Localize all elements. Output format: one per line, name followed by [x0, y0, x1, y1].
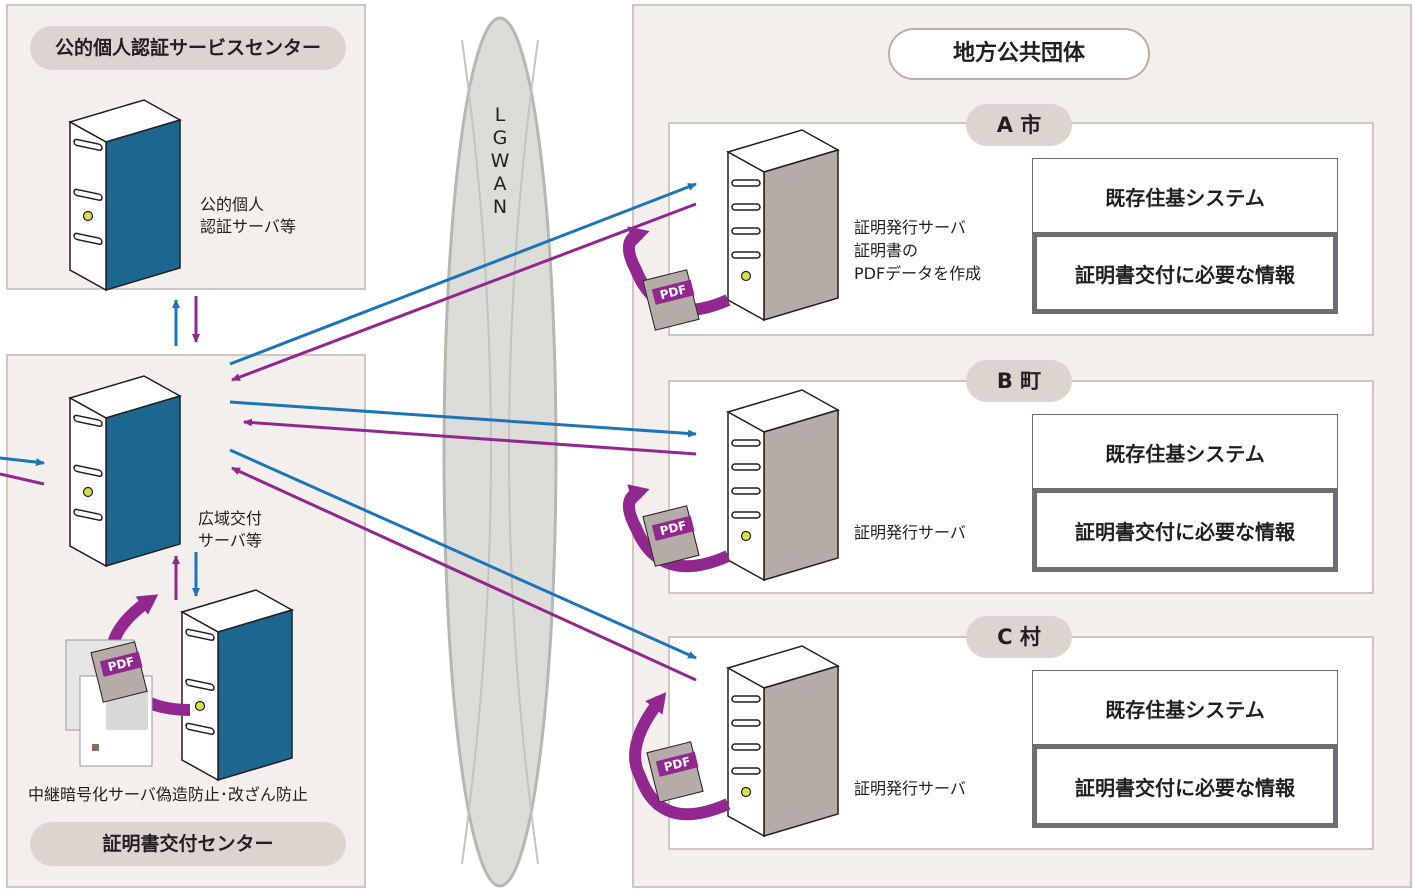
server-a-icon [727, 129, 839, 321]
lgwan-letter: N [492, 196, 508, 218]
certificate-center-title: 証明書交付センター [30, 822, 346, 866]
server-a-label: 証明発行サーバ 証明書の PDFデータを作成 [854, 216, 981, 285]
certificate-info-box-a: 証明書交付に必要な情報 [1032, 232, 1338, 314]
public-auth-server-label: 公的個人 認証サーバ等 [200, 194, 296, 238]
relay-encryption-server-icon [181, 589, 293, 781]
wide-area-server-icon [69, 375, 181, 567]
municipality-name-b: B 町 [966, 360, 1072, 402]
caption-line: 証明発行サーバ [854, 218, 966, 237]
server-c-label: 証明発行サーバ [854, 778, 966, 800]
lgwan-network-ellipse [442, 16, 558, 888]
municipality-name-a: A 市 [966, 104, 1072, 146]
caption-line: 認証サーバ等 [200, 217, 296, 236]
municipality-name-c: C 村 [966, 616, 1072, 658]
existing-resident-system-c: 既存住基システム [1032, 670, 1338, 746]
pdf-label: PDF [99, 651, 143, 677]
public-auth-server-icon [69, 99, 181, 291]
pdf-label: PDF [655, 751, 699, 777]
lgwan-letter: L [494, 104, 506, 126]
certificate-info-box-b: 証明書交付に必要な情報 [1032, 488, 1338, 572]
caption-line: 公的個人 [200, 195, 265, 214]
server-c-icon [727, 645, 839, 837]
existing-resident-system-a: 既存住基システム [1032, 158, 1338, 234]
public-auth-center-title: 公的個人認証サービスセンター [30, 26, 346, 70]
relay-server-label: 中継暗号化サーバ偽造防止･改ざん防止 [28, 785, 308, 804]
lgwan-letter: A [493, 173, 507, 195]
caption-line: 証明発行サーバ [854, 523, 966, 542]
pdf-label: PDF [651, 515, 695, 541]
lgwan-letter: G [492, 127, 508, 149]
caption-line: 証明発行サーバ [854, 779, 966, 798]
certificate-info-box-c: 証明書交付に必要な情報 [1032, 744, 1338, 828]
caption-line: 証明書の [854, 241, 919, 260]
caption-line: サーバ等 [198, 531, 262, 550]
pdf-label: PDF [651, 279, 695, 305]
local-government-title: 地方公共団体 [888, 28, 1150, 80]
caption-line: 広域交付 [198, 509, 263, 528]
lgwan-letter: W [490, 150, 510, 172]
server-b-label: 証明発行サーバ [854, 522, 966, 544]
wide-area-server-label: 広域交付 サーバ等 [198, 508, 262, 552]
server-b-icon [727, 389, 839, 581]
lgwan-label: L G W A N [488, 104, 512, 219]
existing-resident-system-b: 既存住基システム [1032, 414, 1338, 490]
caption-line: PDFデータを作成 [854, 264, 982, 283]
